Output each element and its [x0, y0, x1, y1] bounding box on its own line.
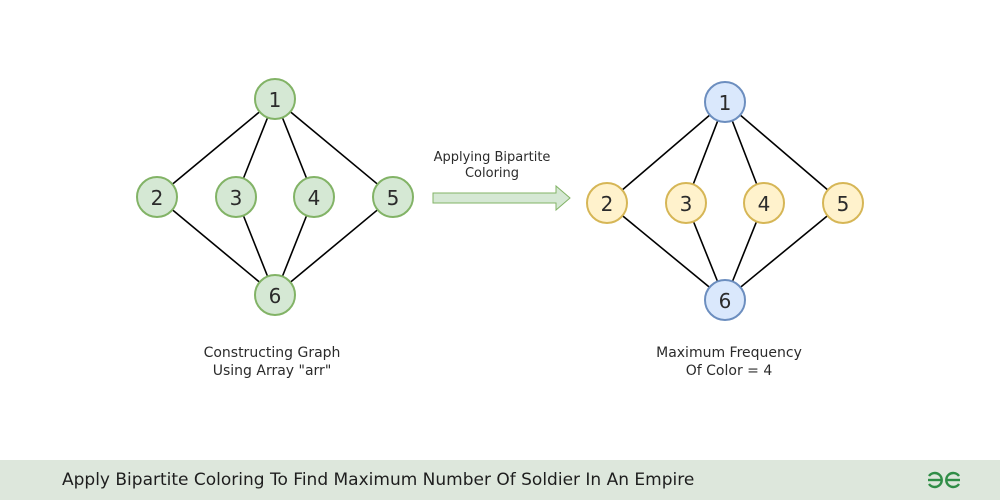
footer-title: Apply Bipartite Coloring To Find Maximum…: [62, 470, 695, 490]
right-node-label-2: 2: [601, 192, 614, 216]
left-caption: Constructing Graph Using Array "arr": [152, 344, 392, 380]
right-node-6: [704, 279, 746, 321]
right-edge-6-5: [724, 202, 844, 301]
left-node-6: [254, 274, 296, 316]
right-caption-line1: Maximum Frequency: [656, 345, 802, 361]
footer-bar: Apply Bipartite Coloring To Find Maximum…: [0, 460, 1000, 500]
right-node-3: [665, 182, 707, 224]
right-node-5: [822, 182, 864, 224]
left-node-label-5: 5: [387, 186, 400, 210]
right-node-label-6: 6: [719, 289, 732, 313]
right-node-label-1: 1: [719, 91, 732, 115]
left-node-1: [254, 78, 296, 120]
arrow-label: Applying Bipartite Coloring: [412, 150, 572, 182]
left-edge-6-5: [274, 196, 394, 296]
right-node-1: [704, 81, 746, 123]
left-node-2: [136, 176, 178, 218]
left-edge-1-5: [274, 98, 394, 198]
left-node-label-3: 3: [230, 186, 243, 210]
arrow-label-line1: Applying Bipartite: [433, 150, 551, 165]
right-node-4: [743, 182, 785, 224]
right-edge-1-2: [606, 101, 726, 204]
left-node-label-2: 2: [151, 186, 164, 210]
right-caption: Maximum Frequency Of Color = 4: [609, 344, 849, 380]
left-node-label-1: 1: [269, 88, 282, 112]
left-edge-6-2: [156, 196, 276, 296]
right-edge-6-2: [606, 202, 726, 301]
left-caption-line2: Using Array "arr": [212, 363, 332, 379]
bipartite-diagram: 1 2 3 4 5 6 1 2 3 4 5 6: [136, 78, 864, 321]
left-node-3: [215, 176, 257, 218]
left-node-label-6: 6: [269, 284, 282, 308]
left-edge-1-2: [156, 98, 276, 198]
right-edge-1-5: [724, 101, 844, 204]
right-node-label-4: 4: [758, 192, 771, 216]
arrow: [432, 184, 571, 212]
arrow-shape: [432, 184, 571, 212]
left-caption-line1: Constructing Graph: [203, 345, 341, 361]
right-caption-line2: Of Color = 4: [685, 363, 773, 379]
right-node-label-3: 3: [680, 192, 693, 216]
left-node-5: [372, 176, 414, 218]
left-graph: 1 2 3 4 5 6: [136, 78, 414, 316]
left-node-4: [293, 176, 335, 218]
right-graph: 1 2 3 4 5 6: [586, 81, 864, 321]
arrow-label-line2: Coloring: [464, 166, 520, 181]
right-node-2: [586, 182, 628, 224]
right-node-label-5: 5: [837, 192, 850, 216]
gfg-logo-icon: [928, 471, 960, 489]
left-node-label-4: 4: [308, 186, 321, 210]
